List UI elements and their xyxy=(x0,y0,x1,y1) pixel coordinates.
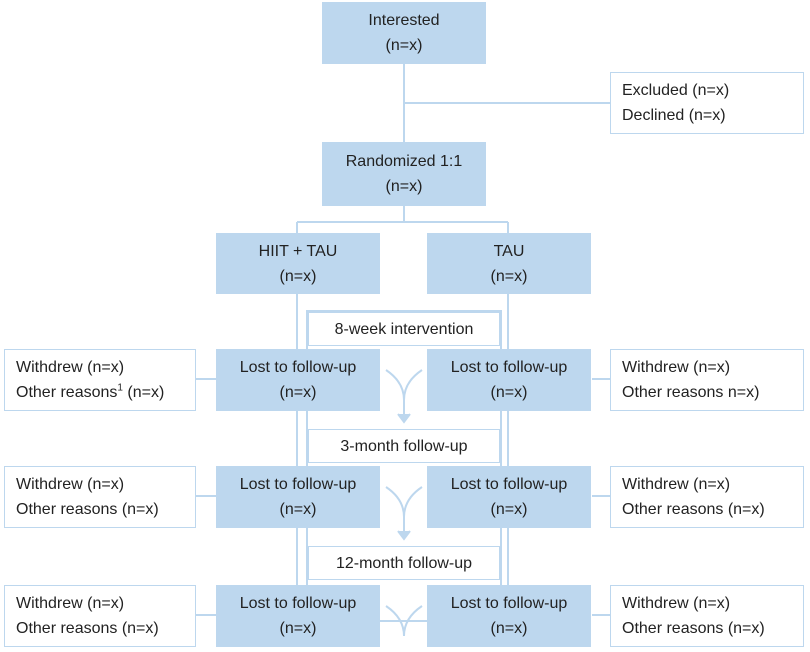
arm-tau-title: TAU xyxy=(493,242,525,260)
arm-hiit-count: (n=x) xyxy=(279,267,317,285)
withdrew-count: Withdrew (n=x) xyxy=(16,595,125,612)
interested-count: (n=x) xyxy=(385,37,423,54)
lost-box-hiit: Lost to follow-up (n=x) xyxy=(216,585,380,647)
lost-count: (n=x) xyxy=(279,620,317,637)
withdrawal-box-left: Withdrew (n=x) Other reasons1 (n=x) xyxy=(4,349,196,411)
other-reasons-count: Other reasons (n=x) xyxy=(16,620,159,637)
lost-box-tau: Lost to follow-up (n=x) xyxy=(427,585,591,647)
lost-count: (n=x) xyxy=(490,501,528,518)
lost-box-tau: Lost to follow-up (n=x) xyxy=(427,466,591,528)
withdrawal-box-right: Withdrew (n=x) Other reasons (n=x) xyxy=(610,585,804,647)
arm-tau-box: TAU (n=x) xyxy=(427,233,591,294)
other-reasons-count: Other reasons (n=x) xyxy=(622,501,765,518)
arm-hiit-title: HIIT + TAU xyxy=(258,242,338,260)
withdrew-count: Withdrew (n=x) xyxy=(622,359,731,376)
phase-label: 8-week intervention xyxy=(308,312,500,346)
withdrawal-box-left: Withdrew (n=x) Other reasons (n=x) xyxy=(4,466,196,528)
merge-arrow-2 xyxy=(385,486,423,518)
merge-arrow-3 xyxy=(385,605,423,637)
withdrawal-box-left: Withdrew (n=x) Other reasons (n=x) xyxy=(4,585,196,647)
phase-label-text: 12-month follow-up xyxy=(335,554,473,572)
other-reasons-count: Other reasons n=x) xyxy=(622,384,760,401)
arm-tau-count: (n=x) xyxy=(490,267,528,285)
lost-title: Lost to follow-up xyxy=(450,359,568,376)
declined-count: Declined (n=x) xyxy=(622,107,726,124)
lost-title: Lost to follow-up xyxy=(450,595,568,612)
phase-label: 12-month follow-up xyxy=(308,546,500,580)
phase-label-text: 8-week intervention xyxy=(334,320,474,338)
withdrawal-box-right: Withdrew (n=x) Other reasons n=x) xyxy=(610,349,804,411)
withdrew-count: Withdrew (n=x) xyxy=(622,476,731,493)
lost-count: (n=x) xyxy=(490,384,528,401)
withdrew-count: Withdrew (n=x) xyxy=(16,359,125,376)
phase-label-text: 3-month follow-up xyxy=(340,437,468,455)
randomized-count: (n=x) xyxy=(385,178,423,195)
arm-hiit-box: HIIT + TAU (n=x) xyxy=(216,233,380,294)
footnote-marker: 1 xyxy=(117,382,123,394)
other-reasons-count: Other reasons (n=x) xyxy=(16,501,159,518)
interested-box: Interested (n=x) xyxy=(322,2,486,64)
lost-title: Lost to follow-up xyxy=(239,476,357,493)
lost-box-hiit: Lost to follow-up (n=x) xyxy=(216,349,380,411)
excluded-count: Excluded (n=x) xyxy=(622,82,730,99)
merge-arrow-1 xyxy=(385,369,423,401)
lost-count: (n=x) xyxy=(279,501,317,518)
lost-title: Lost to follow-up xyxy=(239,359,357,376)
lost-title: Lost to follow-up xyxy=(450,476,568,493)
randomized-box: Randomized 1:1 (n=x) xyxy=(322,142,486,206)
excluded-box: Excluded (n=x) Declined (n=x) xyxy=(610,72,804,134)
withdrawal-box-right: Withdrew (n=x) Other reasons (n=x) xyxy=(610,466,804,528)
lost-title: Lost to follow-up xyxy=(239,595,357,612)
lost-count: (n=x) xyxy=(279,384,317,401)
other-reasons-count: Other reasons1 (n=x) xyxy=(16,382,165,401)
withdrew-count: Withdrew (n=x) xyxy=(622,595,731,612)
randomized-title: Randomized 1:1 xyxy=(345,153,463,170)
lost-box-tau: Lost to follow-up (n=x) xyxy=(427,349,591,411)
interested-title: Interested xyxy=(368,12,440,29)
other-reasons-count: Other reasons (n=x) xyxy=(622,620,765,637)
lost-count: (n=x) xyxy=(490,620,528,637)
lost-box-hiit: Lost to follow-up (n=x) xyxy=(216,466,380,528)
phase-label: 3-month follow-up xyxy=(308,429,500,463)
withdrew-count: Withdrew (n=x) xyxy=(16,476,125,493)
